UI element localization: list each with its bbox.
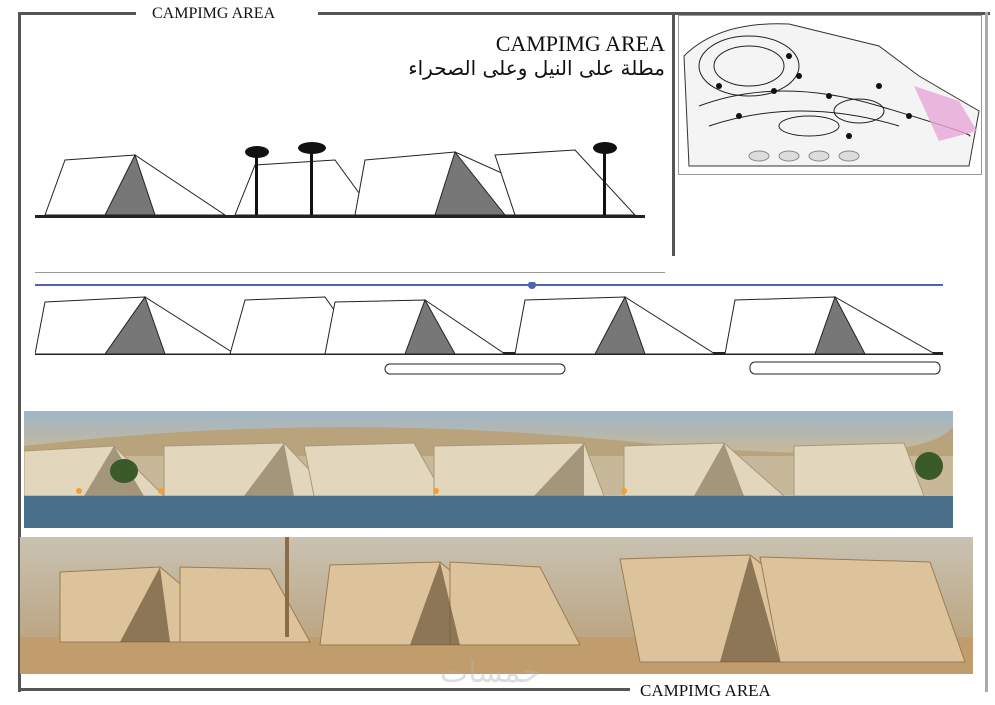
top-label: CAMPIMG AREA [152,5,276,22]
render-closeup-view [20,537,973,674]
frame-top-right [318,12,990,15]
watermark: خمسات [440,655,541,690]
sheet-title: CAMPIMG AREA [495,31,665,56]
elevation-drawing-2 [35,282,943,377]
frame-bottom [18,688,630,691]
elevation-drawing-1 [35,140,645,225]
frame-top-left [18,12,136,15]
campsite-highlight [914,86,977,141]
sheet-subtitle-arabic: مطلة على النيل وعلى الصحراء [408,56,665,80]
section-divider [35,272,665,273]
frame-left [18,12,21,692]
render-waterfront-view [24,411,953,528]
site-plan-viewport[interactable] [678,15,982,175]
frame-divider-vertical [672,12,675,256]
frame-right [985,12,988,692]
bottom-label: CAMPIMG AREA [640,681,771,700]
